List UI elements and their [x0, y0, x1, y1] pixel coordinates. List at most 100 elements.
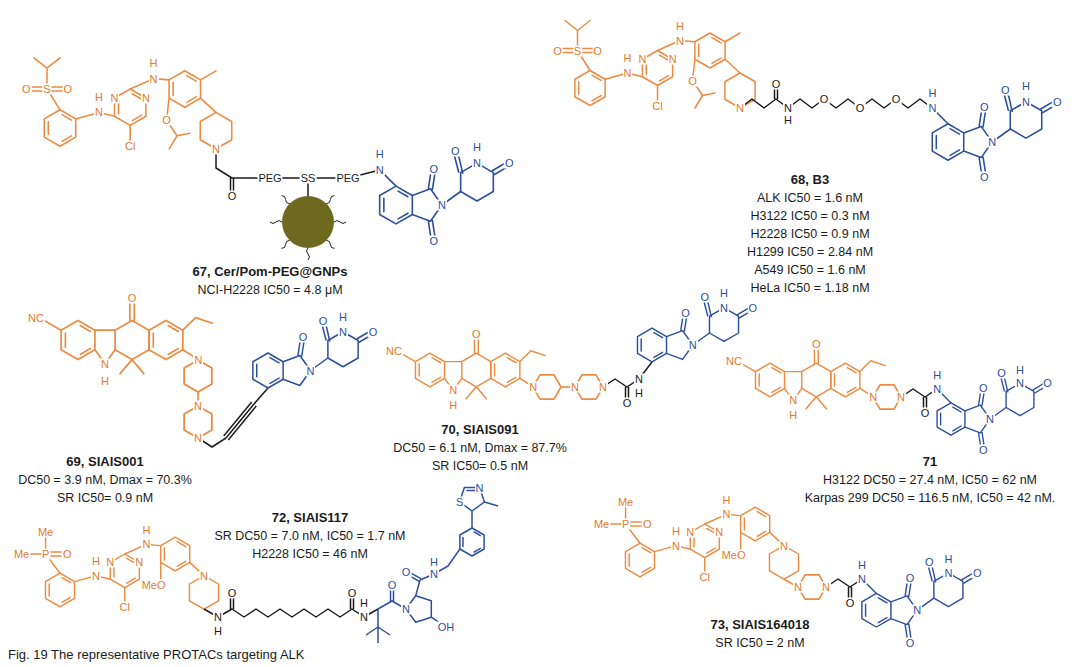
- e3-ligands: [253, 89, 1058, 643]
- atom-label: O: [21, 84, 32, 95]
- atom-label: N: [868, 391, 878, 402]
- atom-label: H: [91, 556, 101, 567]
- atom-label: N: [375, 164, 385, 175]
- atom-label: Me: [617, 497, 634, 508]
- atom-label: O: [687, 75, 698, 86]
- activity-value: SR IC50= 0.5 nM: [432, 459, 528, 473]
- atom-label: O: [680, 307, 691, 318]
- atom-label: N: [623, 68, 633, 79]
- atom-label: H: [788, 409, 798, 420]
- atom-label: H: [671, 526, 681, 537]
- atom-label: N: [94, 107, 104, 118]
- atom-label: S: [455, 497, 464, 508]
- atom-label: N: [141, 539, 151, 550]
- compound-name: 68, B3: [791, 173, 829, 188]
- atom-label: N: [401, 604, 411, 615]
- atom-label: Cl: [119, 601, 131, 612]
- atom-label: H: [623, 53, 633, 64]
- ligand-squiggle: [326, 196, 334, 204]
- atom-label: N: [668, 54, 678, 65]
- atom-label: H: [634, 388, 644, 399]
- alectinib-fragment: [739, 344, 885, 409]
- atom-label: N: [598, 382, 608, 393]
- atom-label: O: [62, 549, 73, 560]
- atom-label: N: [359, 612, 369, 623]
- activity-value: ALK IC50 = 1.6 nM: [757, 191, 863, 205]
- atom-label: O: [855, 103, 866, 114]
- atom-label: H: [141, 525, 151, 536]
- compound-name: 69, SIAIS001: [66, 455, 143, 470]
- atom-label: Cl: [124, 141, 136, 152]
- activity-value: Karpas 299 DC50 = 116.5 nM, IC50 = 42 nM…: [805, 491, 1056, 505]
- atom-label: O: [347, 588, 358, 599]
- atom-label: N: [141, 93, 151, 104]
- atom-label: O: [387, 580, 398, 591]
- vhl-bonds: [366, 488, 498, 644]
- atom-label: O: [227, 588, 238, 599]
- atom-label: O: [227, 191, 238, 202]
- atom-label: OH: [437, 622, 456, 633]
- atom-label: O: [401, 567, 412, 578]
- atom-label: O: [905, 637, 916, 648]
- atom-label: N: [193, 433, 203, 444]
- atom-label: N: [105, 557, 115, 568]
- atom-label: O: [127, 293, 138, 304]
- atom-label: H: [338, 311, 348, 322]
- atom-label: N: [149, 73, 159, 84]
- atom-label: S: [42, 84, 51, 95]
- atom-label: Me: [593, 519, 610, 530]
- atom-label: O: [298, 331, 309, 342]
- atom-label: N: [927, 103, 937, 114]
- atom-label: O: [642, 519, 653, 530]
- atom-label: H: [213, 626, 223, 637]
- atom-label: SS: [300, 173, 317, 184]
- compound-name: 72, SIAIS117: [272, 511, 349, 526]
- atom-label: O: [700, 292, 711, 303]
- atom-label: P: [41, 549, 50, 560]
- atom-label: N: [91, 570, 101, 581]
- atom-label: N: [338, 326, 348, 337]
- atom-label: O: [429, 236, 440, 247]
- compound-name: 71: [923, 455, 937, 470]
- ligand-squiggle: [307, 248, 310, 260]
- atom-label: O: [924, 557, 935, 568]
- atom-label: O: [592, 45, 603, 56]
- activity-value: A549 IC50 = 1.6 nM: [754, 263, 866, 277]
- activity-value: H3122 DC50 = 27.4 nM, IC50 = 62 nM: [823, 473, 1037, 487]
- brigatinib-fragment: [22, 532, 219, 609]
- atom-label: O: [429, 163, 440, 174]
- ligand-squiggle: [326, 240, 334, 248]
- atom-label: PEG: [335, 173, 360, 184]
- atom-label: O: [471, 329, 482, 340]
- activity-value: H2228 IC50 = 0.9 nM: [750, 227, 869, 241]
- atom-label: Me: [37, 527, 54, 538]
- compound-name: 70, SIAIS091: [441, 423, 518, 438]
- atom-label: N: [719, 302, 729, 313]
- atom-label: H: [721, 495, 731, 506]
- atom-label: O: [1000, 85, 1011, 96]
- atom-label: H: [429, 557, 439, 568]
- atom-label: H: [1021, 81, 1031, 92]
- atom-label: N: [857, 574, 867, 585]
- atom-label: N: [475, 482, 485, 493]
- compound-name: 67, Cer/Pom-PEG@GNPs: [192, 265, 347, 280]
- atom-label: O: [552, 45, 563, 56]
- alectinib-fragment: [42, 298, 213, 374]
- atom-label: O: [1052, 96, 1063, 107]
- atom-label: H: [359, 598, 369, 609]
- amine-rings: [184, 360, 901, 599]
- atom-label: NC: [27, 312, 45, 323]
- atom-label: N: [675, 35, 685, 46]
- atom-label: N: [437, 200, 447, 211]
- ligand-squiggle: [282, 240, 290, 248]
- atom-label: O: [811, 339, 822, 350]
- atom-label: O: [891, 94, 902, 105]
- atom-label: O: [771, 79, 782, 90]
- alk-ligands: [22, 21, 886, 610]
- atom-label: O: [161, 115, 172, 126]
- atom-label: O: [819, 94, 830, 105]
- atom-label: N: [783, 103, 793, 114]
- amide-linker: [603, 362, 652, 401]
- lenalidomide-fragment: [253, 320, 374, 388]
- atom-label: O: [368, 326, 379, 337]
